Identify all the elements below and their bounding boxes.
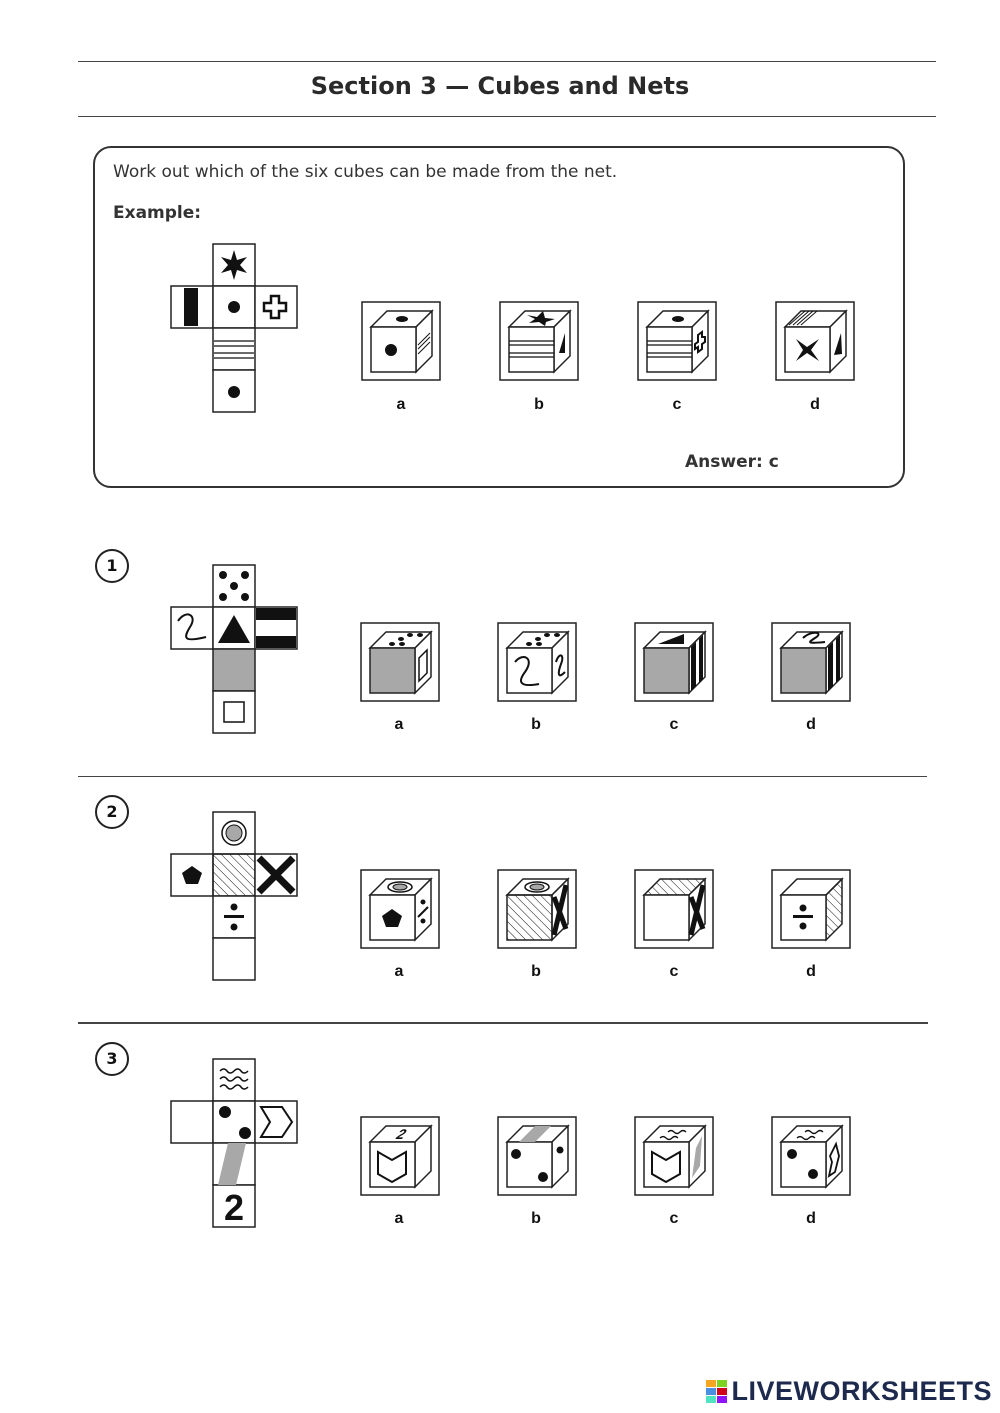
squiggle-icon [177,613,207,641]
question-2-number: 2 [95,795,129,829]
question-2-cube-a[interactable] [360,869,440,949]
question-1-cube-d[interactable] [771,622,851,702]
bar-icon [184,288,198,326]
question-1-cube-c[interactable] [634,622,714,702]
example-option-b: b [534,396,544,413]
question-3-cube-d[interactable] [771,1116,851,1196]
question-2-cube-c[interactable] [634,869,714,949]
question-2-cube-b[interactable] [497,869,577,949]
question-1-cube-a[interactable] [360,622,440,702]
example-cube-a[interactable] [361,301,441,381]
question-1-option-d: d [806,716,816,733]
divide-icon [224,903,244,931]
question-1-option-b: b [531,716,541,733]
question-3-option-c: c [669,1210,679,1227]
question-3-option-d: d [806,1210,816,1227]
question-3-cube-a[interactable]: 2 [360,1116,440,1196]
question-3-cube-b[interactable] [497,1116,577,1196]
pentagon-icon [182,866,202,884]
example-option-d: d [810,396,820,413]
x-icon [256,855,296,895]
example-net [170,243,298,413]
title-rule [78,116,936,117]
dot-icon [228,301,240,313]
question-2-option-c: c [669,963,679,980]
cross-icon [262,294,288,320]
question-2-net [170,811,298,981]
top-rule [78,61,936,62]
question-3-option-a: a [394,1210,404,1227]
stripes-icon [214,340,254,359]
divider-2 [78,1022,928,1024]
triangle-icon [218,615,250,643]
square-icon [223,701,245,723]
question-2-option-b: b [531,963,541,980]
question-3-net: 2 [170,1058,298,1228]
chevron-icon [259,1106,294,1138]
example-answer: Answer: c [685,452,779,472]
example-option-a: a [396,396,406,413]
question-1-option-c: c [669,716,679,733]
band-icon [218,1143,246,1185]
example-cube-c[interactable] [637,301,717,381]
question-2-cube-d[interactable] [771,869,851,949]
wave-icon [219,1068,249,1090]
digit-two-icon: 2 [224,1187,244,1228]
question-1-number: 1 [95,549,129,583]
question-1-net [170,564,298,734]
logo-mark-icon [706,1379,728,1404]
example-cube-d[interactable] [775,301,855,381]
page-title: Section 3 — Cubes and Nets [310,72,690,100]
question-2-option-a: a [394,963,404,980]
question-1-option-a: a [394,716,404,733]
dot-icon [239,1127,251,1139]
example-option-c: c [672,396,682,413]
liveworksheets-logo[interactable]: LIVEWORKSHEETS [706,1376,992,1407]
dot-icon [219,1106,231,1118]
question-3-option-b: b [531,1210,541,1227]
bars-icon [256,608,296,648]
question-3-number: 3 [95,1042,129,1076]
logo-text: LIVEWORKSHEETS [731,1376,992,1406]
example-label: Example: [113,203,202,223]
instruction-text: Work out which of the six cubes can be m… [113,162,618,182]
question-2-option-d: d [806,963,816,980]
example-box [93,146,905,488]
divider-1 [78,776,927,777]
dot-icon [228,386,240,398]
question-1-cube-b[interactable] [497,622,577,702]
five-dots-icon [219,571,249,601]
example-cube-b[interactable] [499,301,579,381]
question-3-cube-c[interactable] [634,1116,714,1196]
star-icon [221,250,247,280]
